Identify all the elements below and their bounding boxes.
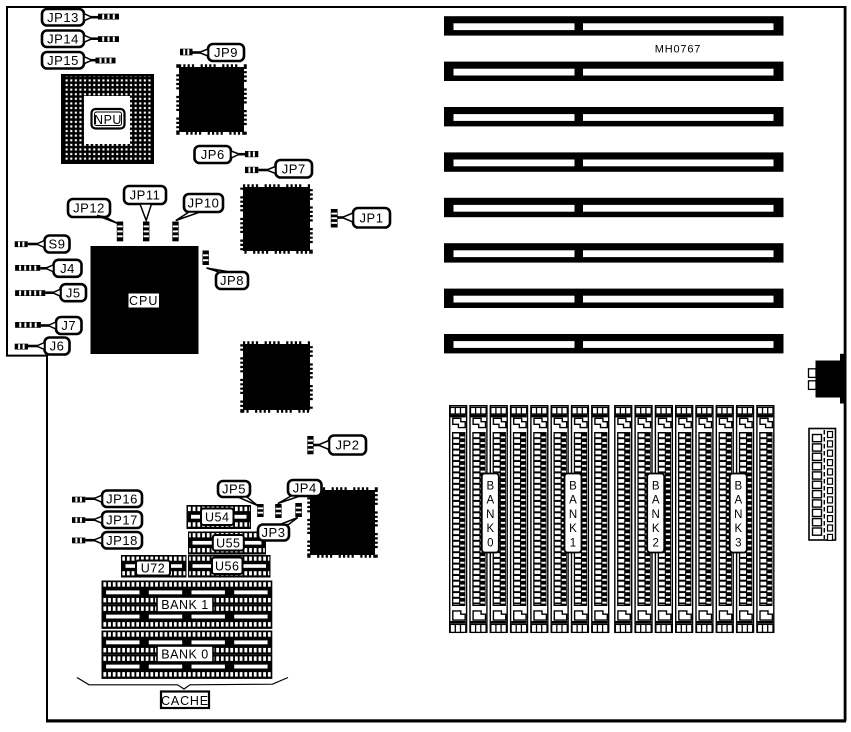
svg-text:BANK 1: BANK 1 xyxy=(161,598,208,612)
svg-text:1: 1 xyxy=(570,537,576,549)
svg-text:U54: U54 xyxy=(205,510,229,524)
svg-text:A: A xyxy=(652,495,660,507)
svg-text:MH0767: MH0767 xyxy=(655,44,701,56)
svg-text:JP14: JP14 xyxy=(47,31,79,46)
svg-text:JP1: JP1 xyxy=(360,210,384,225)
svg-text:2: 2 xyxy=(652,537,658,549)
svg-text:U72: U72 xyxy=(141,562,165,576)
svg-text:J7: J7 xyxy=(61,318,76,333)
svg-text:B: B xyxy=(569,481,577,493)
svg-text:NPU: NPU xyxy=(94,113,122,127)
svg-text:JP3: JP3 xyxy=(262,525,286,540)
svg-text:0: 0 xyxy=(487,537,493,549)
svg-text:JP8: JP8 xyxy=(220,273,244,288)
svg-text:N: N xyxy=(652,509,660,521)
svg-text:JP16: JP16 xyxy=(106,491,138,506)
svg-text:CPU: CPU xyxy=(129,294,158,308)
svg-text:N: N xyxy=(486,509,494,521)
svg-text:JP9: JP9 xyxy=(214,45,238,60)
svg-text:U56: U56 xyxy=(215,559,239,573)
svg-text:JP11: JP11 xyxy=(130,188,161,203)
svg-text:JP15: JP15 xyxy=(47,53,79,68)
svg-text:A: A xyxy=(486,495,494,507)
svg-text:JP2: JP2 xyxy=(336,438,360,453)
svg-text:B: B xyxy=(734,481,742,493)
svg-text:N: N xyxy=(734,509,742,521)
svg-text:B: B xyxy=(652,481,660,493)
svg-text:BANK 0: BANK 0 xyxy=(161,648,208,662)
svg-text:B: B xyxy=(486,481,494,493)
svg-text:U55: U55 xyxy=(216,536,240,550)
svg-text:CACHE: CACHE xyxy=(161,694,209,708)
svg-text:JP10: JP10 xyxy=(188,196,220,211)
svg-text:K: K xyxy=(734,523,742,535)
svg-text:K: K xyxy=(486,523,494,535)
svg-text:J5: J5 xyxy=(66,285,81,300)
svg-text:A: A xyxy=(569,495,577,507)
svg-text:S9: S9 xyxy=(49,237,66,252)
svg-text:JP4: JP4 xyxy=(293,481,317,496)
svg-text:JP12: JP12 xyxy=(73,201,105,216)
svg-text:K: K xyxy=(569,523,577,535)
svg-text:JP17: JP17 xyxy=(106,512,138,527)
svg-text:A: A xyxy=(734,495,742,507)
svg-text:JP18: JP18 xyxy=(106,533,138,548)
svg-text:JP13: JP13 xyxy=(47,10,79,25)
svg-text:J6: J6 xyxy=(50,339,65,354)
svg-text:N: N xyxy=(569,509,577,521)
svg-text:JP5: JP5 xyxy=(222,482,246,497)
svg-text:3: 3 xyxy=(735,537,741,549)
svg-text:J4: J4 xyxy=(60,261,75,276)
svg-text:JP7: JP7 xyxy=(282,161,306,176)
svg-text:JP6: JP6 xyxy=(201,147,225,162)
svg-text:K: K xyxy=(652,523,660,535)
